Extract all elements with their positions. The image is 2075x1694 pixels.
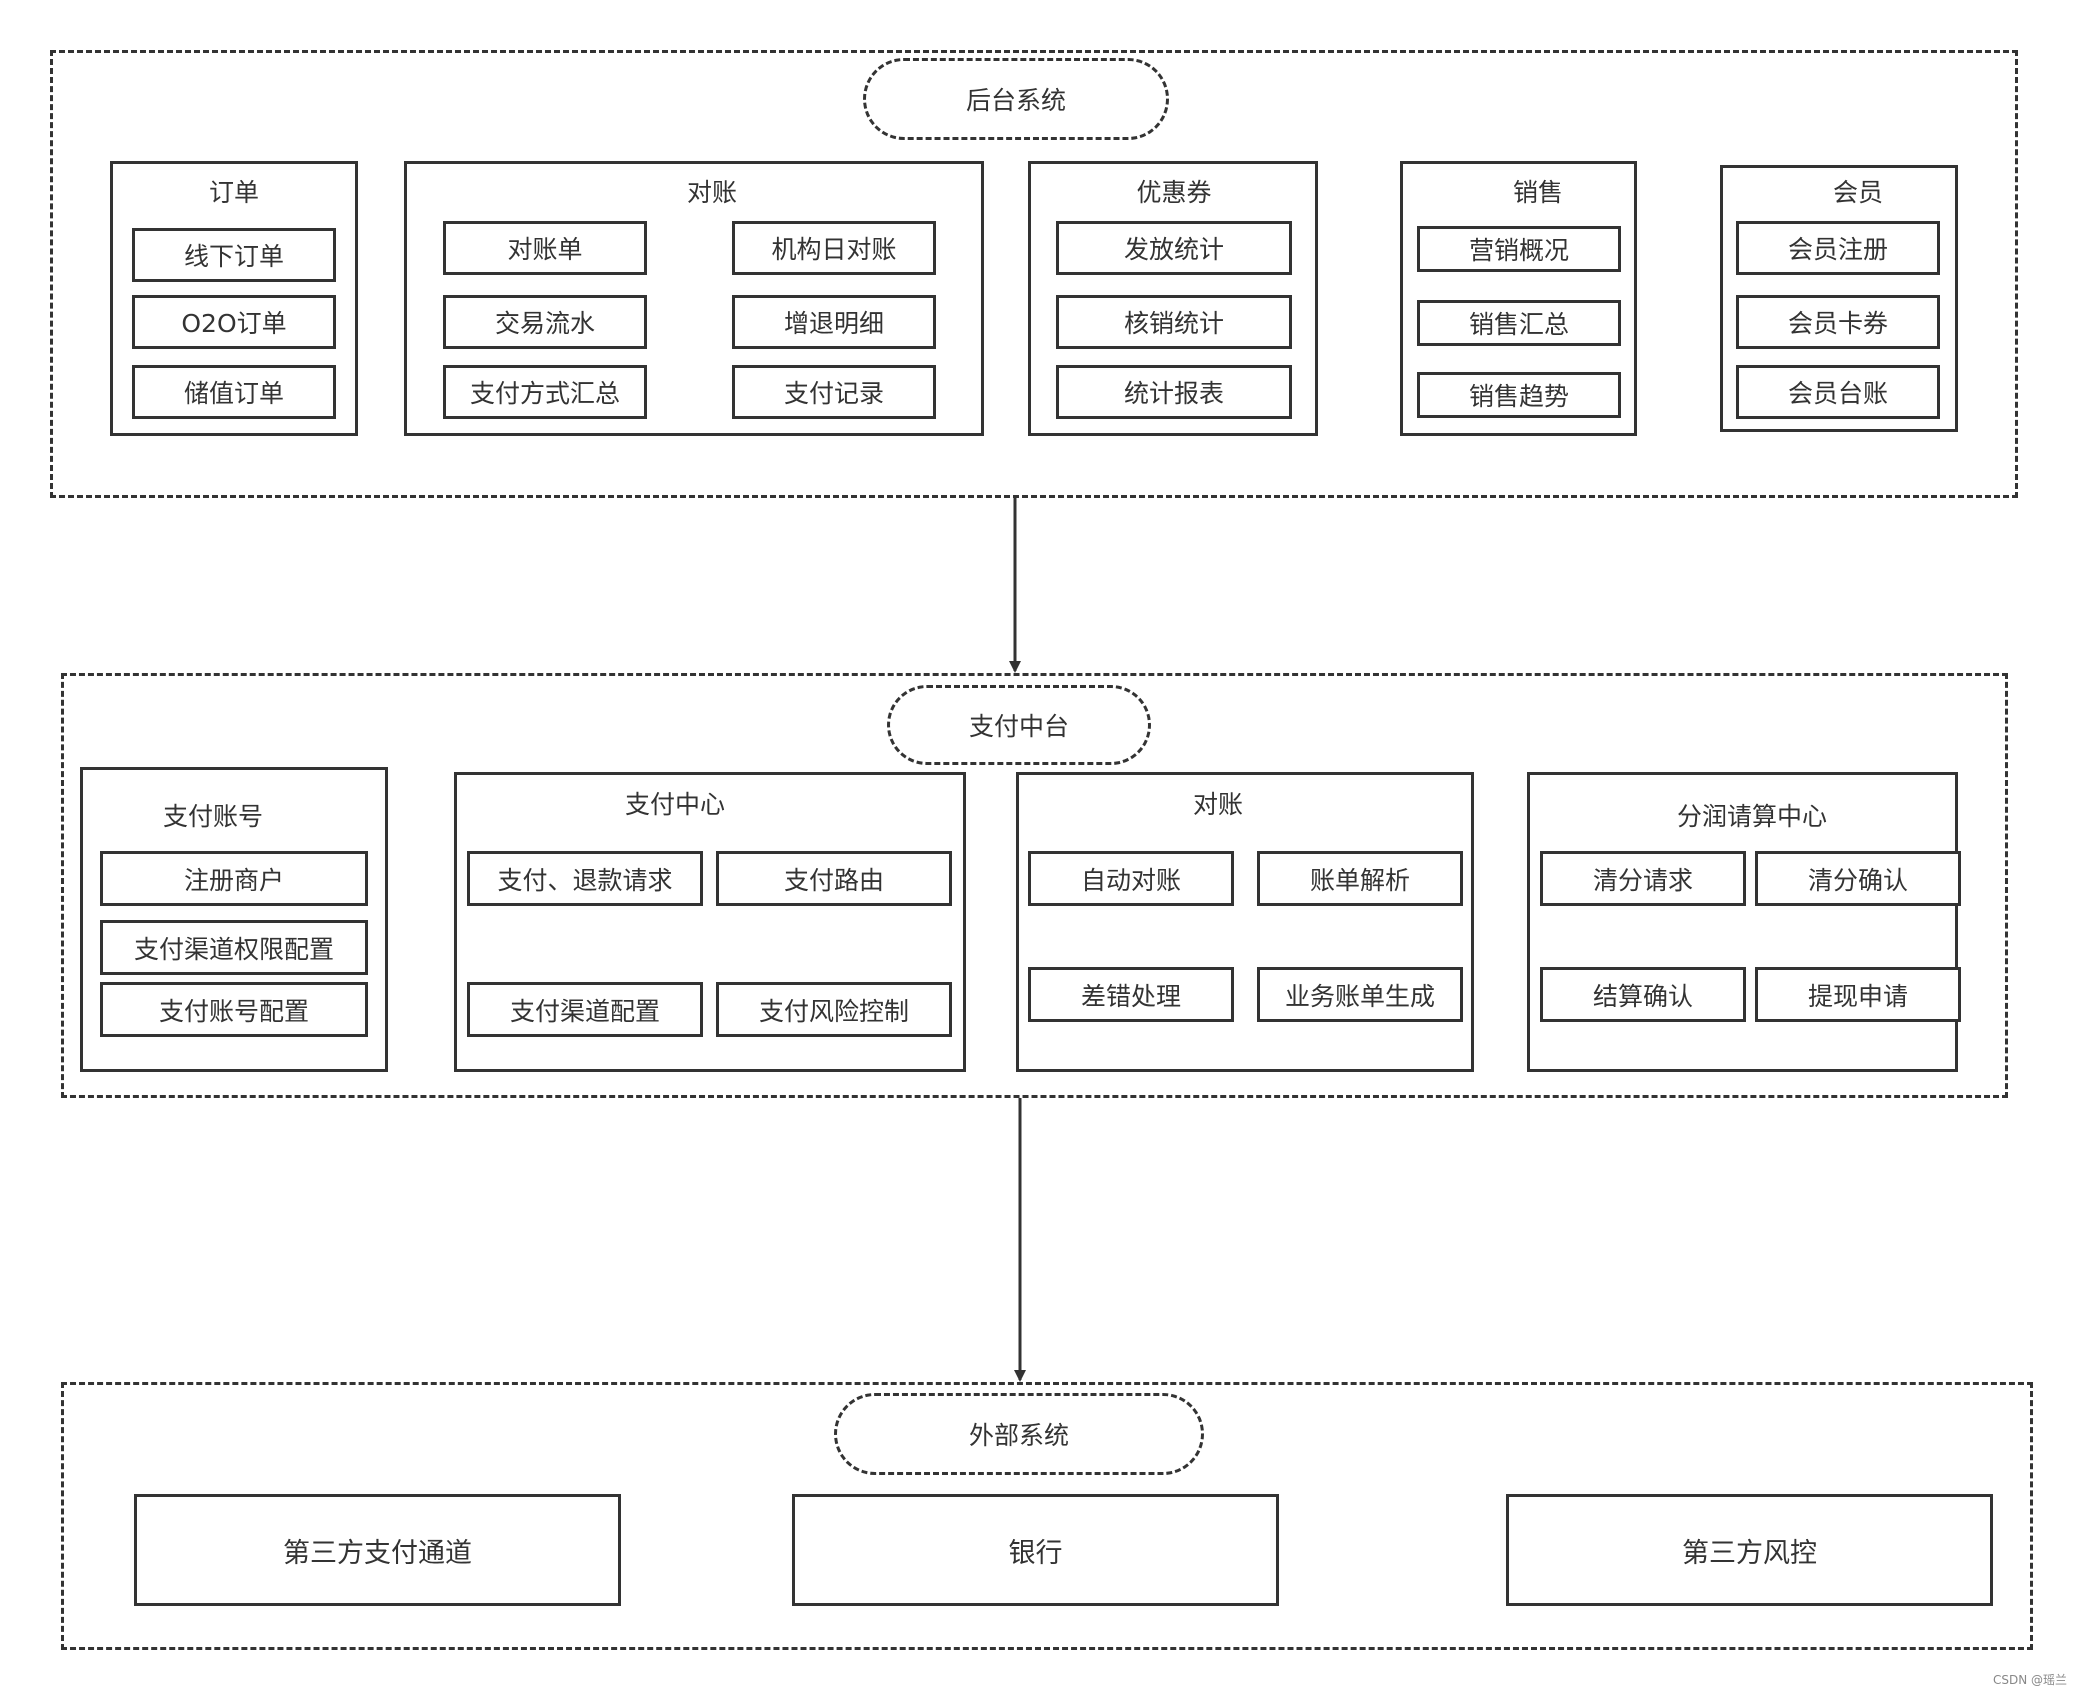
external-system-container [61,1382,2033,1650]
item-payment-record: 支付记录 [732,365,936,419]
item-channel-permission-config: 支付渠道权限配置 [100,920,368,975]
item-bill-parsing: 账单解析 [1257,851,1463,906]
group-reconcile-title: 对账 [686,178,738,207]
group-order-title: 订单 [208,178,260,207]
item-member-ledger: 会员台账 [1736,365,1940,419]
group-profit-settlement-title: 分润请算中心 [1676,802,1828,831]
item-error-handling: 差错处理 [1028,967,1234,1022]
item-sales-trend: 销售趋势 [1417,372,1621,418]
backend-system-container [50,50,2018,498]
item-settlement-confirm: 结算确认 [1540,967,1746,1022]
item-register-merchant: 注册商户 [100,851,368,906]
item-institution-daily-reconcile: 机构日对账 [732,221,936,275]
group-payment-center-title: 支付中心 [624,790,726,819]
item-offline-order: 线下订单 [132,228,336,282]
item-payment-method-summary: 支付方式汇总 [443,365,647,419]
item-issue-stats: 发放统计 [1056,221,1292,275]
group-member-title: 会员 [1832,178,1884,207]
item-payment-risk-control: 支付风险控制 [716,982,952,1037]
group-profit-settlement [1527,772,1958,1072]
item-payment-refund-request: 支付、退款请求 [467,851,703,906]
backend-system-title: 后台系统 [863,58,1169,140]
item-split-confirm: 清分确认 [1755,851,1961,906]
item-member-register: 会员注册 [1736,221,1940,275]
item-third-party-payment-channel: 第三方支付通道 [134,1494,621,1606]
item-increase-refund-detail: 增退明细 [732,295,936,349]
item-payment-account-config: 支付账号配置 [100,982,368,1037]
watermark: CSDN @瑶兰 [1992,1673,2067,1687]
item-bank: 银行 [792,1494,1279,1606]
item-statement: 对账单 [443,221,647,275]
payment-platform-container [61,673,2008,1098]
item-member-card-coupon: 会员卡券 [1736,295,1940,349]
item-o2o-order: O2O订单 [132,295,336,349]
item-payment-routing: 支付路由 [716,851,952,906]
group-sales-title: 销售 [1512,178,1564,207]
item-sales-summary: 销售汇总 [1417,300,1621,346]
item-third-party-risk-control: 第三方风控 [1506,1494,1993,1606]
item-split-request: 清分请求 [1540,851,1746,906]
payment-platform-title: 支付中台 [887,685,1151,765]
item-stats-report: 统计报表 [1056,365,1292,419]
item-stored-value-order: 储值订单 [132,365,336,419]
item-auto-reconcile: 自动对账 [1028,851,1234,906]
external-system-title: 外部系统 [834,1393,1204,1475]
item-withdrawal-request: 提现申请 [1755,967,1961,1022]
group-coupon-title: 优惠券 [1136,178,1212,207]
item-payment-channel-config: 支付渠道配置 [467,982,703,1037]
item-transaction-flow: 交易流水 [443,295,647,349]
group-payment-reconcile-title: 对账 [1192,790,1244,819]
item-redeem-stats: 核销统计 [1056,295,1292,349]
group-payment-account-title: 支付账号 [162,802,264,831]
group-payment-reconcile [1016,772,1474,1072]
item-marketing-overview: 营销概况 [1417,226,1621,272]
item-business-bill-generation: 业务账单生成 [1257,967,1463,1022]
